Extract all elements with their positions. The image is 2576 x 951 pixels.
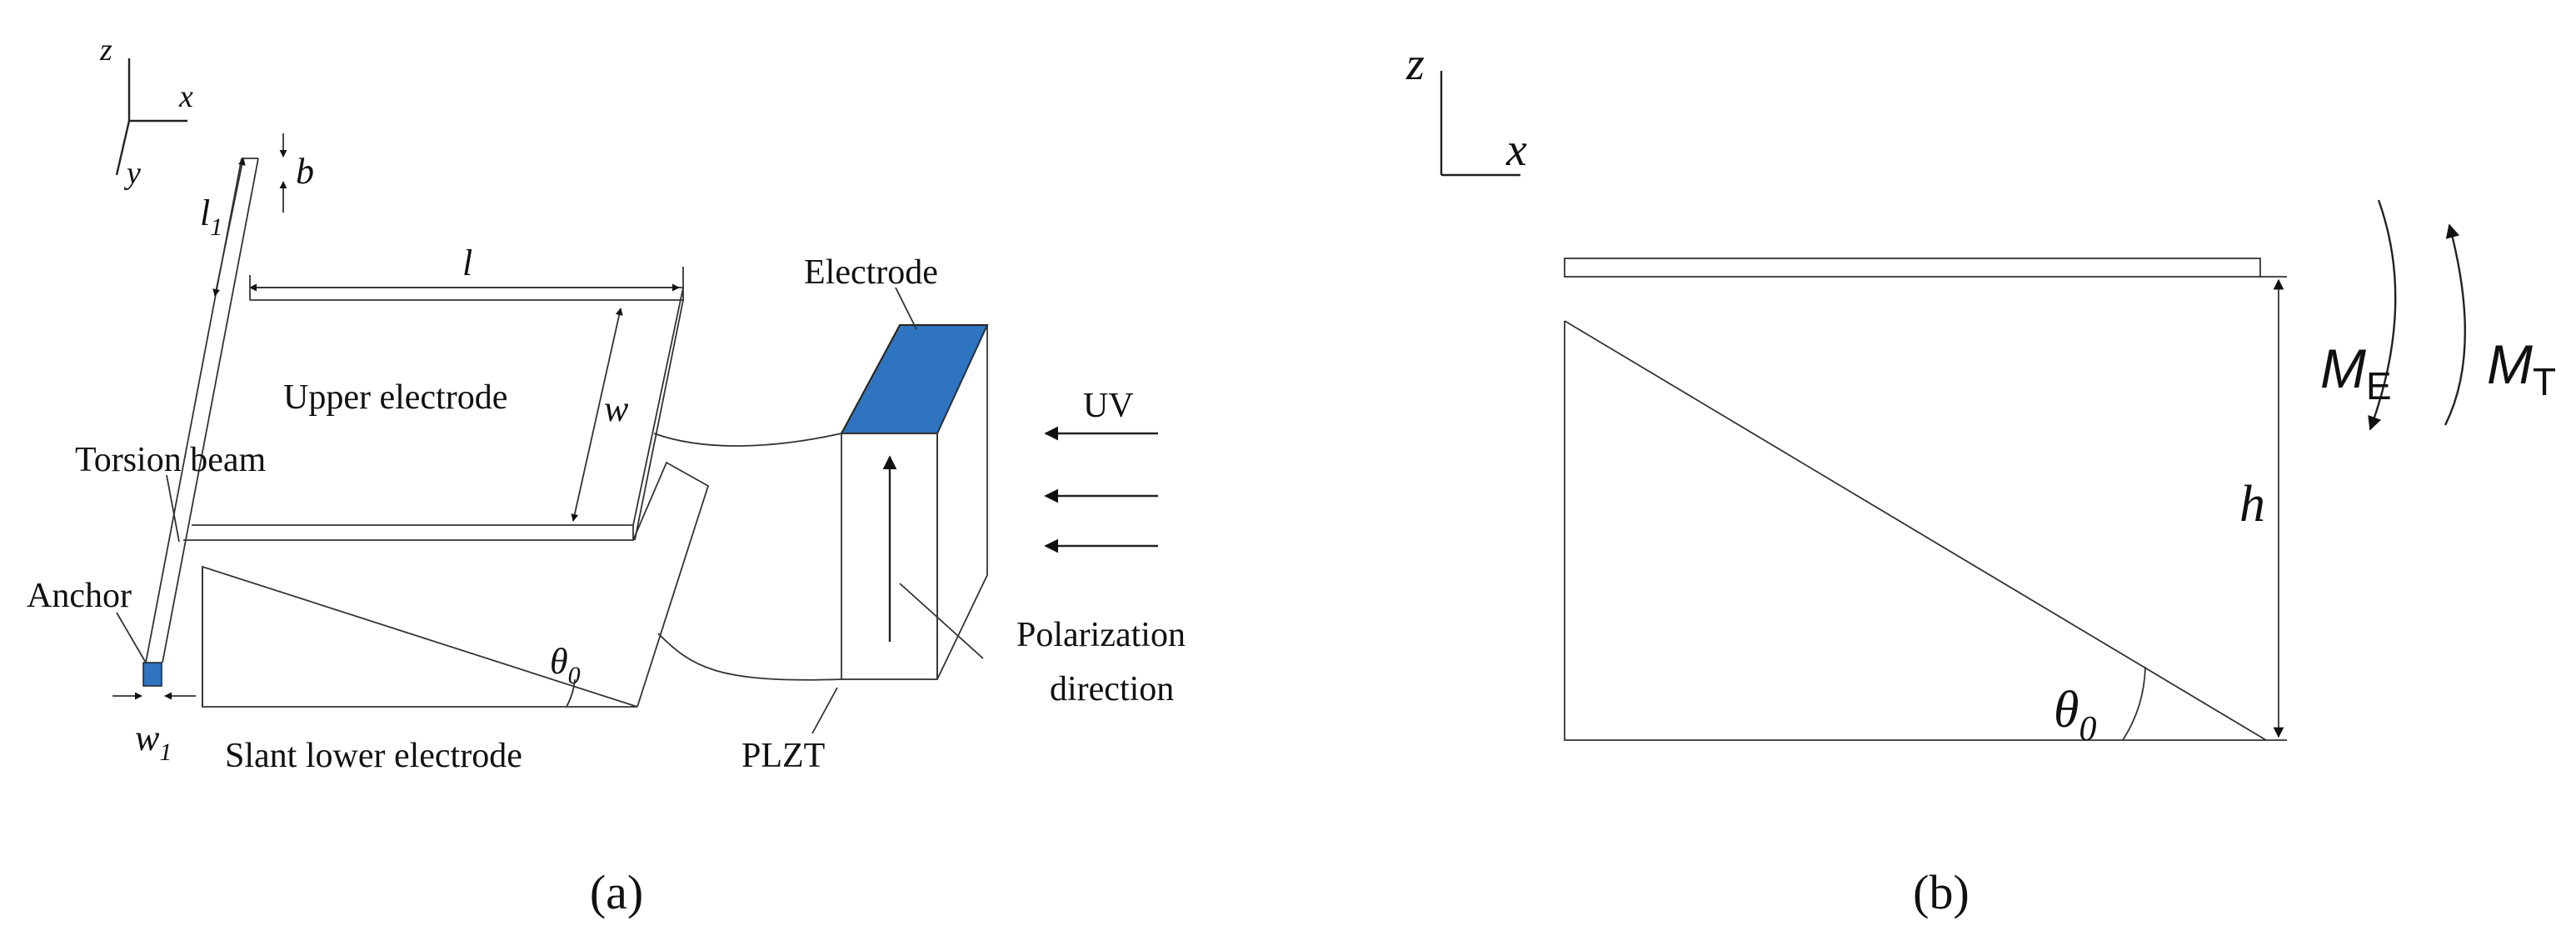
caption-a: (a) [590,865,643,919]
electrode-label: Electrode [804,253,938,292]
torsion-beam-leader [166,474,180,543]
axes-a: z x y [99,33,193,191]
me-arrow [2368,199,2397,431]
panel-b: z x h θ0 ME MT (b) [1405,38,2556,919]
electrode-leader [895,287,917,330]
l-label: l [462,243,472,283]
w1-label: w1 [135,718,172,766]
mt-label: MT [2487,333,2556,403]
anchor-leader [116,612,147,663]
me-symbol: M [2320,338,2366,399]
plzt-leader [811,687,838,734]
l1-symbol: l [200,193,210,233]
mt-symbol: M [2487,333,2533,395]
panel-a: z x y [27,33,1186,919]
anchor-block [142,662,162,687]
plzt-block [840,324,989,680]
slant-lower-electrode-label: Slant lower electrode [225,737,522,775]
axes-b: z x [1405,38,1527,177]
me-subscript: E [2366,364,2392,408]
z-label: z [99,33,112,68]
dimension-lines [112,133,984,734]
b-label: b [296,151,314,192]
l1-subscript: 1 [210,213,222,241]
mt-subscript: T [2533,360,2556,403]
base-frame [1564,321,2266,741]
theta0-label-b: θ0 [2054,682,2096,748]
wire-lower [657,633,842,681]
w-label: w [604,388,629,429]
w1-subscript: 1 [159,738,172,766]
h-label: h [2239,476,2265,533]
x-label: x [178,79,193,114]
theta-symbol-b: θ [2054,682,2079,738]
plzt-side-face [936,324,988,680]
torsion-beam-label: Torsion beam [75,441,267,479]
polarization-label-line1: Polarization [1016,616,1186,654]
caption-b: (b) [1913,865,1969,919]
theta0-label-a: θ0 [550,641,581,689]
uv-label: UV [1083,387,1134,425]
anchor-label: Anchor [27,577,132,615]
x-label-b: x [1505,124,1527,176]
upper-electrode-label: Upper electrode [283,378,507,417]
uv-arrows [1044,426,1158,553]
slant-line [1564,320,2267,741]
plzt-label: PLZT [741,737,825,775]
polarization-label-line2: direction [1050,670,1174,708]
z-label-b: z [1405,38,1425,90]
theta-subscript-b: 0 [2079,710,2096,748]
w-dim [571,308,623,522]
y-axis [115,120,131,176]
electrode-top-face [840,324,989,434]
theta-symbol-a: θ [550,641,568,682]
l1-label: l1 [200,193,222,241]
slant-lower-electrode-shape [202,461,710,708]
y-label: y [123,156,141,191]
polarization-leader [899,583,984,659]
l1-dim [212,158,246,297]
w1-symbol: w [135,718,160,758]
wire-upper [653,433,842,447]
mt-arrow [2444,223,2466,426]
me-label: ME [2320,338,2392,408]
theta-arc [2122,666,2146,741]
top-plate [1564,258,2261,278]
theta-subscript-a: 0 [568,662,581,689]
